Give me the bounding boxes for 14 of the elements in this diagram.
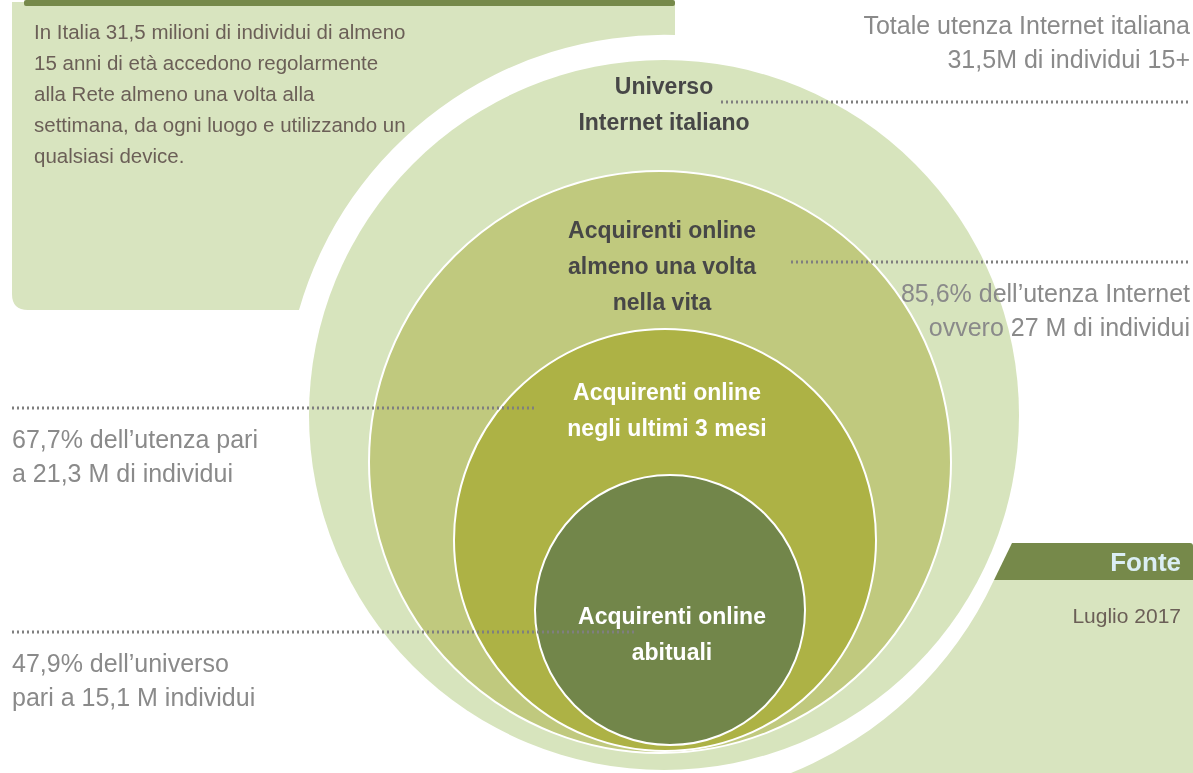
- source-heading: Fonte: [1110, 546, 1181, 579]
- circle-label: Acquirenti online almeno una volta nella vita: [567, 216, 758, 317]
- source-date: Luglio 2017: [1072, 603, 1181, 629]
- leader-line: [720, 100, 1188, 104]
- circle-label: Acquirenti online negli ultimi 3 mesi: [566, 378, 768, 443]
- annotation-text: Totale utenza Internet italiana 31,5M di individui 15+: [862, 10, 1190, 75]
- circle-label: Universo Internet italiano: [577, 72, 751, 137]
- circle-label: Acquirenti online abituali: [577, 602, 767, 667]
- leader-line: [12, 630, 635, 634]
- leader-line: [12, 406, 535, 410]
- leader-line: [790, 260, 1188, 264]
- annotation-text: 67,7% dell’utenza pari a 21,3 M di individui: [12, 424, 259, 489]
- annotation-text: 47,9% dell’universo pari a 15,1 M individui: [12, 648, 257, 713]
- description-text: In Italia 31,5 milioni di individui di almeno 15 anni di età accedono regolarmente alla Rete almeno una volta alla settimana, da ogni luogo e utilizzando un qualsiasi device.: [34, 19, 407, 169]
